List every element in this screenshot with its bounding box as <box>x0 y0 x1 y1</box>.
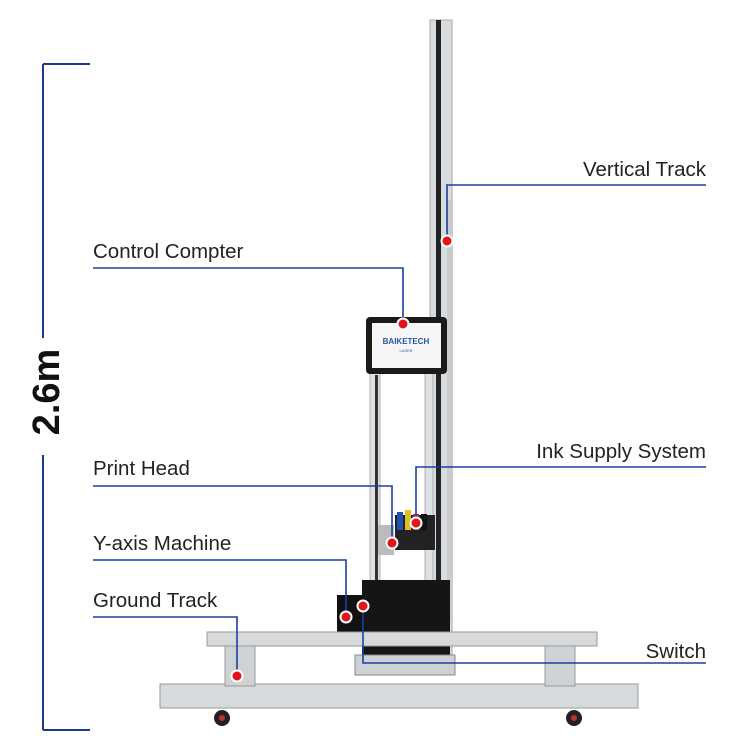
marker-ink-supply <box>409 516 423 530</box>
leader-switch <box>362 606 706 664</box>
height-dimension-label: 2.6m <box>26 348 68 436</box>
label-ground-track: Ground Track <box>93 589 218 612</box>
svg-text:LASER: LASER <box>399 348 412 353</box>
ground-track <box>159 631 639 726</box>
leader-ink-supply <box>415 466 706 523</box>
y-axis-machine <box>337 580 456 676</box>
marker-dots <box>230 234 454 683</box>
marker-ground-track <box>230 669 244 683</box>
control-computer: BAIKETECH LASER <box>366 317 447 374</box>
label-vertical-track: Vertical Track <box>582 158 706 181</box>
marker-vertical-track <box>440 234 454 248</box>
label-control-computer: Control Compter <box>93 240 244 263</box>
leader-ground-track <box>93 616 238 676</box>
marker-control-computer <box>396 317 410 331</box>
ink-supply <box>378 510 435 555</box>
leader-control-computer <box>93 267 404 324</box>
marker-print-head <box>385 536 399 550</box>
label-ink-supply: Ink Supply System <box>536 440 706 463</box>
leader-y-axis <box>93 559 347 617</box>
dimension-bracket <box>42 63 90 731</box>
leader-print-head <box>93 485 393 543</box>
brand-logo: BAIKETECH <box>383 337 430 346</box>
label-print-head: Print Head <box>93 457 190 480</box>
marker-y-axis <box>339 610 353 624</box>
leader-lines <box>93 184 706 676</box>
label-switch: Switch <box>645 640 706 663</box>
marker-switch <box>356 599 370 613</box>
leader-vertical-track <box>446 184 706 241</box>
label-y-axis-machine: Y-axis Machine <box>93 532 232 555</box>
